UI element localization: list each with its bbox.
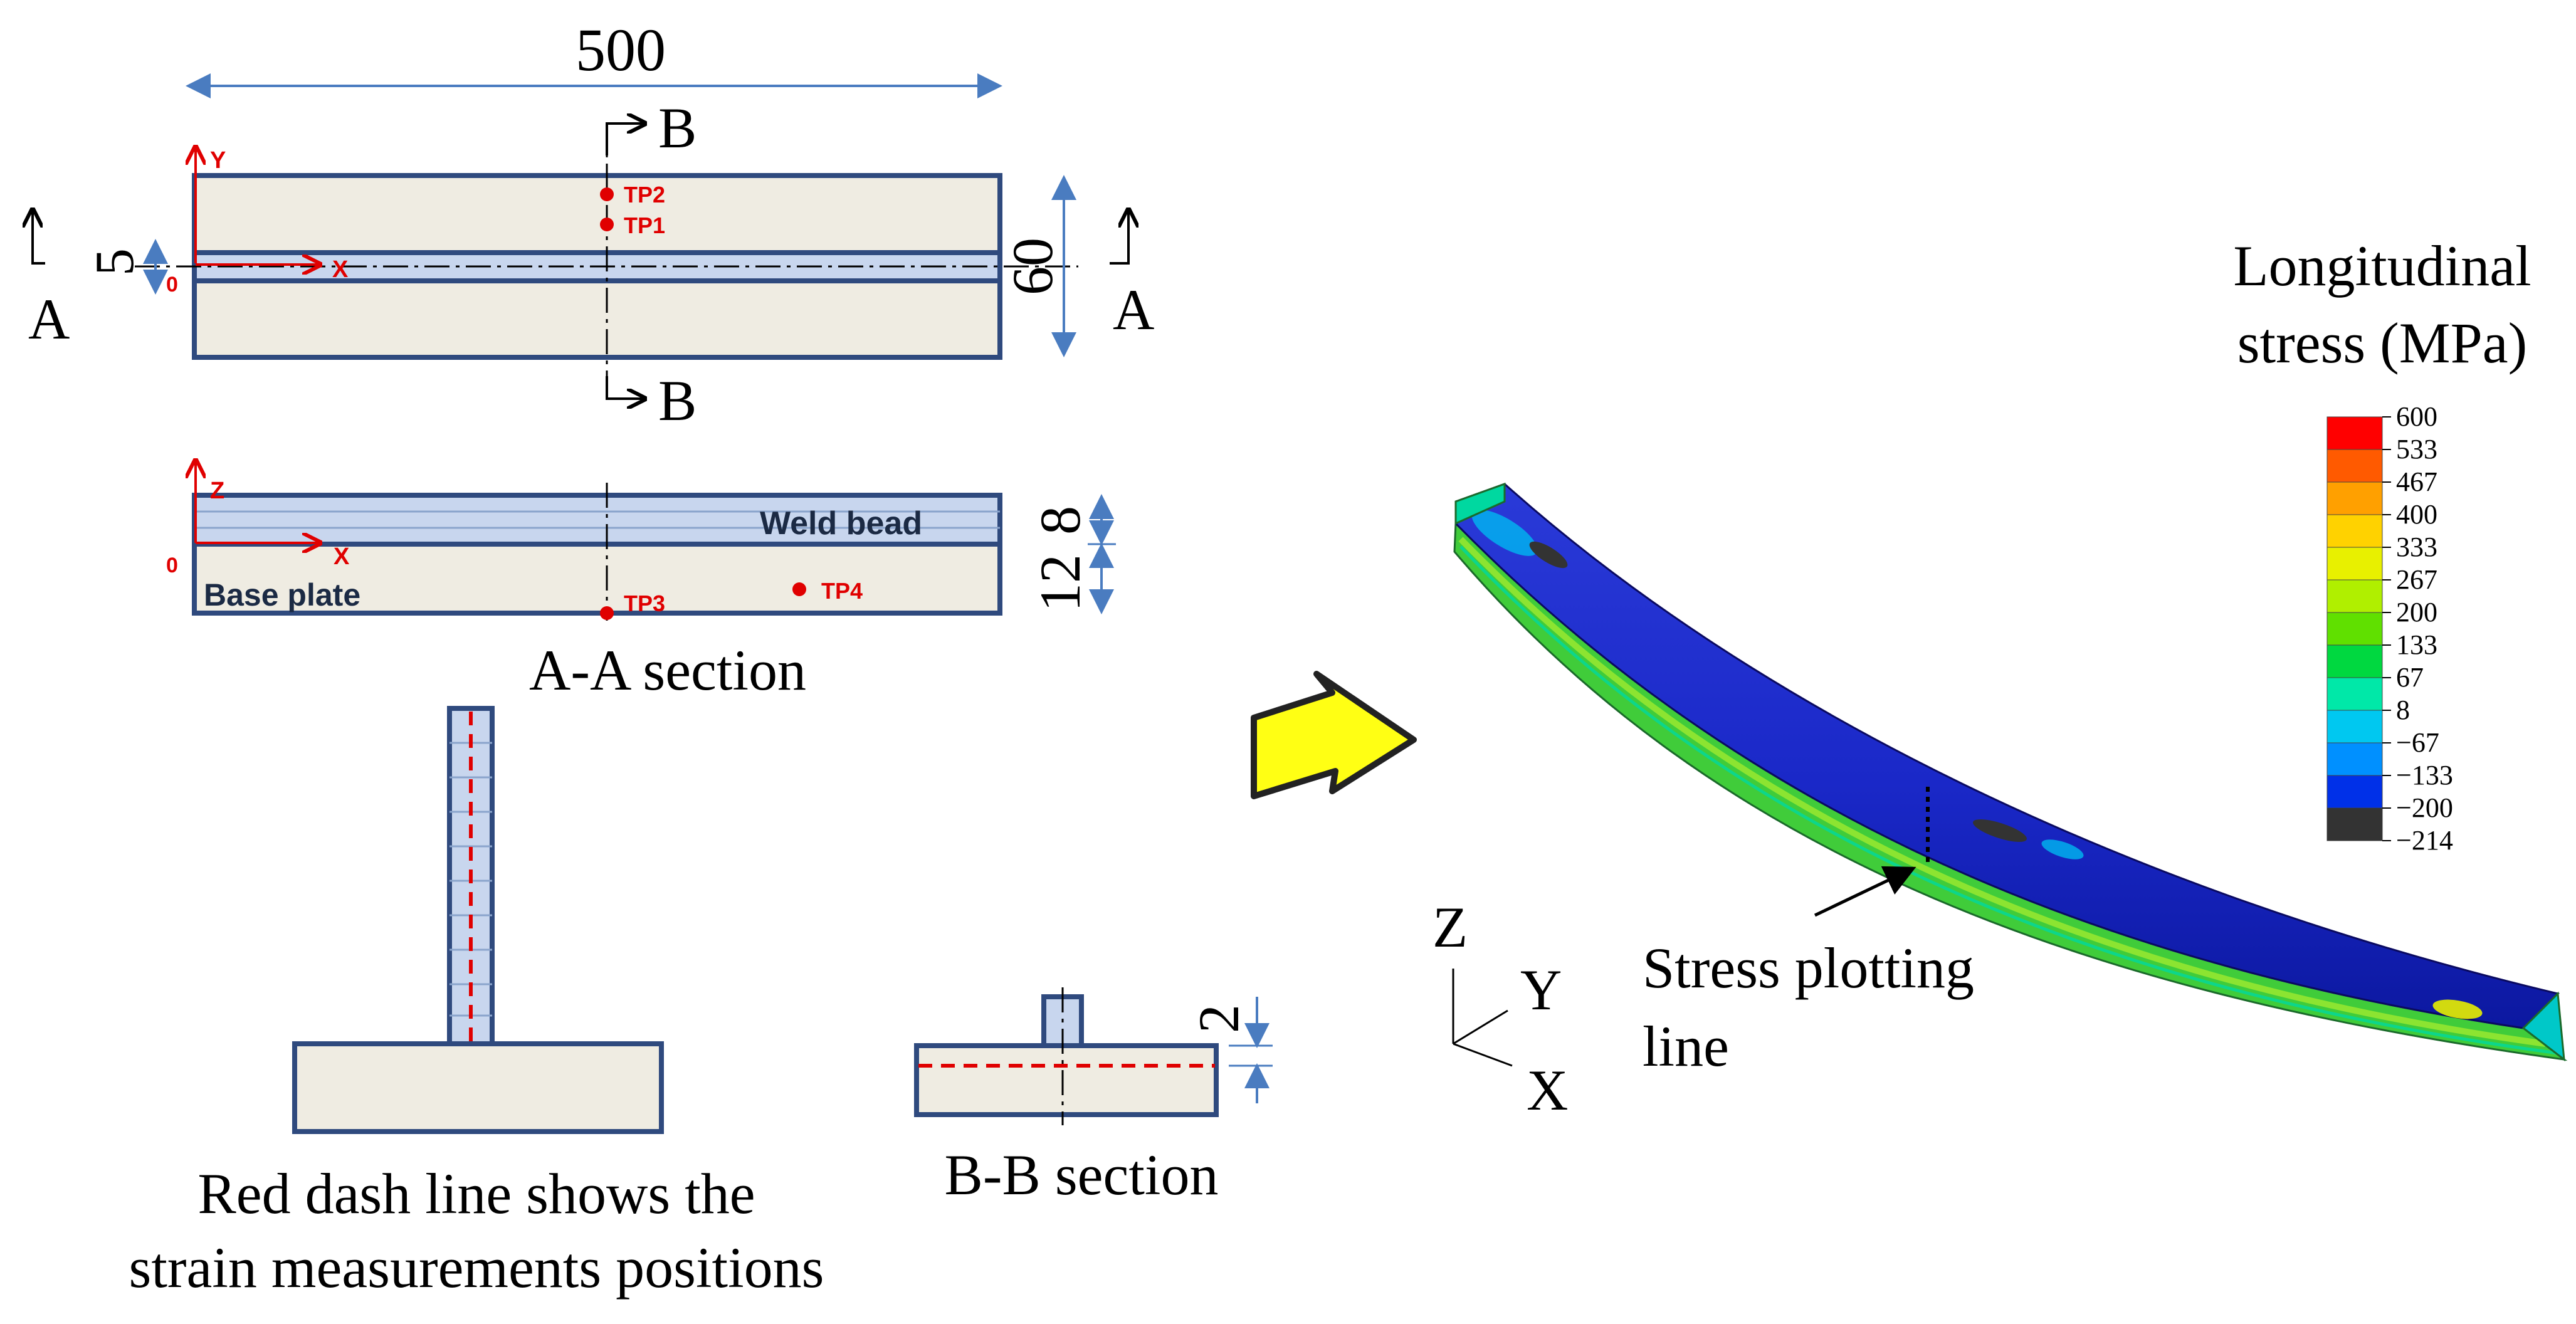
legend-swatch: [2326, 514, 2383, 548]
legend-label: 267: [2396, 564, 2437, 595]
section-a-right-label: A: [1113, 278, 1154, 342]
strain-view: Red dash line shows the strain measureme…: [129, 706, 824, 1300]
legend-swatch: [2326, 612, 2383, 646]
y-axis-label: Y: [210, 147, 226, 174]
bead-width-label: 5: [85, 248, 145, 276]
legend-swatch: [2326, 579, 2383, 613]
legend-swatch: [2326, 677, 2383, 711]
length-dimension-label: 500: [576, 16, 666, 83]
beam-hotspot: [1529, 541, 1568, 569]
triad-x-axis: [1453, 1043, 1513, 1067]
strain-base-plate: [292, 1041, 664, 1134]
triad-z-label: Z: [1433, 895, 1468, 959]
legend-label: −67: [2396, 727, 2439, 758]
legend-label: 200: [2396, 597, 2437, 628]
tp3-label: TP3: [624, 591, 665, 616]
stress-plotting-label-line1: Stress plotting: [1643, 936, 1974, 1000]
fe-beam-model: Stress plotting line: [1453, 482, 2568, 1078]
legend-label: 400: [2396, 499, 2437, 530]
stress-plotting-label-line2: line: [1643, 1014, 1729, 1078]
bead-height-label: 8: [1028, 506, 1092, 535]
legend-label: 467: [2396, 466, 2437, 497]
legend-swatch: [2326, 416, 2383, 450]
legend-label: 8: [2396, 695, 2410, 725]
section-a-left-label: A: [28, 287, 70, 351]
origin-label: 0: [166, 273, 178, 297]
beam-right-end: [2521, 991, 2565, 1062]
x-axis-label: X: [334, 544, 350, 570]
strain-caption-line2: strain measurements positions: [129, 1236, 824, 1300]
legend-label: 333: [2396, 532, 2437, 562]
legend-title-line1: Longitudinal: [2233, 234, 2531, 298]
beam-left-end: [1454, 482, 1506, 525]
section-a-left-marker: [33, 210, 45, 265]
coordinate-triad: Z Y X: [1433, 895, 1568, 1122]
aa-section: Weld bead Base plate Z X 0 TP3 TP4 8 12 …: [166, 461, 1116, 702]
legend-label: −200: [2396, 792, 2453, 823]
section-b-bottom-marker: [606, 376, 644, 399]
bb-section-title: B-B section: [945, 1143, 1219, 1207]
aa-section-title: A-A section: [529, 638, 806, 702]
section-b-top-label: B: [658, 96, 697, 160]
tp2-label: TP2: [624, 182, 665, 208]
strain-caption-line1: Red dash line shows the: [197, 1162, 755, 1226]
section-a-right-marker: [1110, 210, 1128, 265]
beam-top-face: [1454, 483, 2560, 1029]
bb-dimension-label: 2: [1187, 1004, 1251, 1033]
legend-swatch: [2326, 449, 2383, 483]
right-arrow-icon: [1251, 671, 1417, 799]
legend-label: 133: [2396, 629, 2437, 660]
legend-swatch: [2326, 644, 2383, 678]
top-view: 500 B B A A 5 60 Y X 0 TP2 TP1: [28, 16, 1154, 433]
beam-side-stripe: [1459, 545, 2558, 1055]
legend-swatch: [2326, 775, 2383, 809]
tp4-label: TP4: [821, 578, 863, 604]
beam-hotspot: [2041, 839, 2084, 859]
section-b-top-marker: [606, 123, 644, 155]
aa-base-plate: [192, 542, 1002, 616]
legend-swatch: [2326, 710, 2383, 743]
bb-base-plate: [914, 1043, 1219, 1117]
weld-bead-label: Weld bead: [760, 505, 922, 542]
legend-label: −214: [2396, 825, 2453, 856]
tp4-point: [792, 582, 806, 596]
legend-labels: 600533467400333267200133678−67−133−200−2…: [2382, 401, 2453, 856]
tp3-point: [600, 606, 614, 620]
triad-y-axis: [1453, 1009, 1508, 1045]
beam-hotspot: [1973, 819, 2027, 842]
legend-swatch: [2326, 742, 2383, 776]
x-axis-label: X: [332, 256, 349, 283]
stress-plotting-pointer: [1814, 866, 1916, 917]
base-plate-label: Base plate: [204, 577, 360, 612]
triad-x-label: X: [1527, 1058, 1568, 1122]
plate-height-label: 12: [1028, 554, 1092, 612]
legend-swatch: [2326, 547, 2383, 581]
legend-swatches: [2326, 416, 2383, 841]
legend-label: −133: [2396, 760, 2453, 791]
tp1-point: [600, 218, 614, 231]
beam-hotspot: [1471, 510, 1538, 556]
legend-label: 67: [2396, 662, 2424, 693]
section-b-bottom-label: B: [658, 369, 697, 433]
beam-hotspot: [2432, 999, 2483, 1019]
beam-side-stripe: [1458, 537, 2546, 1047]
legend-swatch: [2327, 808, 2382, 841]
triad-y-label: Y: [1520, 958, 1562, 1022]
bb-section: 2 B-B section: [914, 987, 1273, 1207]
legend-swatch: [2326, 481, 2383, 515]
plate-width-label: 60: [1001, 238, 1065, 295]
tp2-point: [600, 187, 614, 201]
legend-label: 600: [2396, 401, 2437, 432]
tp1-label: TP1: [624, 213, 665, 238]
z-axis-label: Z: [210, 478, 224, 504]
legend-label: 533: [2396, 434, 2437, 465]
legend-title-line2: stress (MPa): [2237, 311, 2528, 375]
stress-legend: Longitudinal stress (MPa) 60053346740033…: [2233, 234, 2531, 856]
origin-label: 0: [166, 554, 178, 577]
